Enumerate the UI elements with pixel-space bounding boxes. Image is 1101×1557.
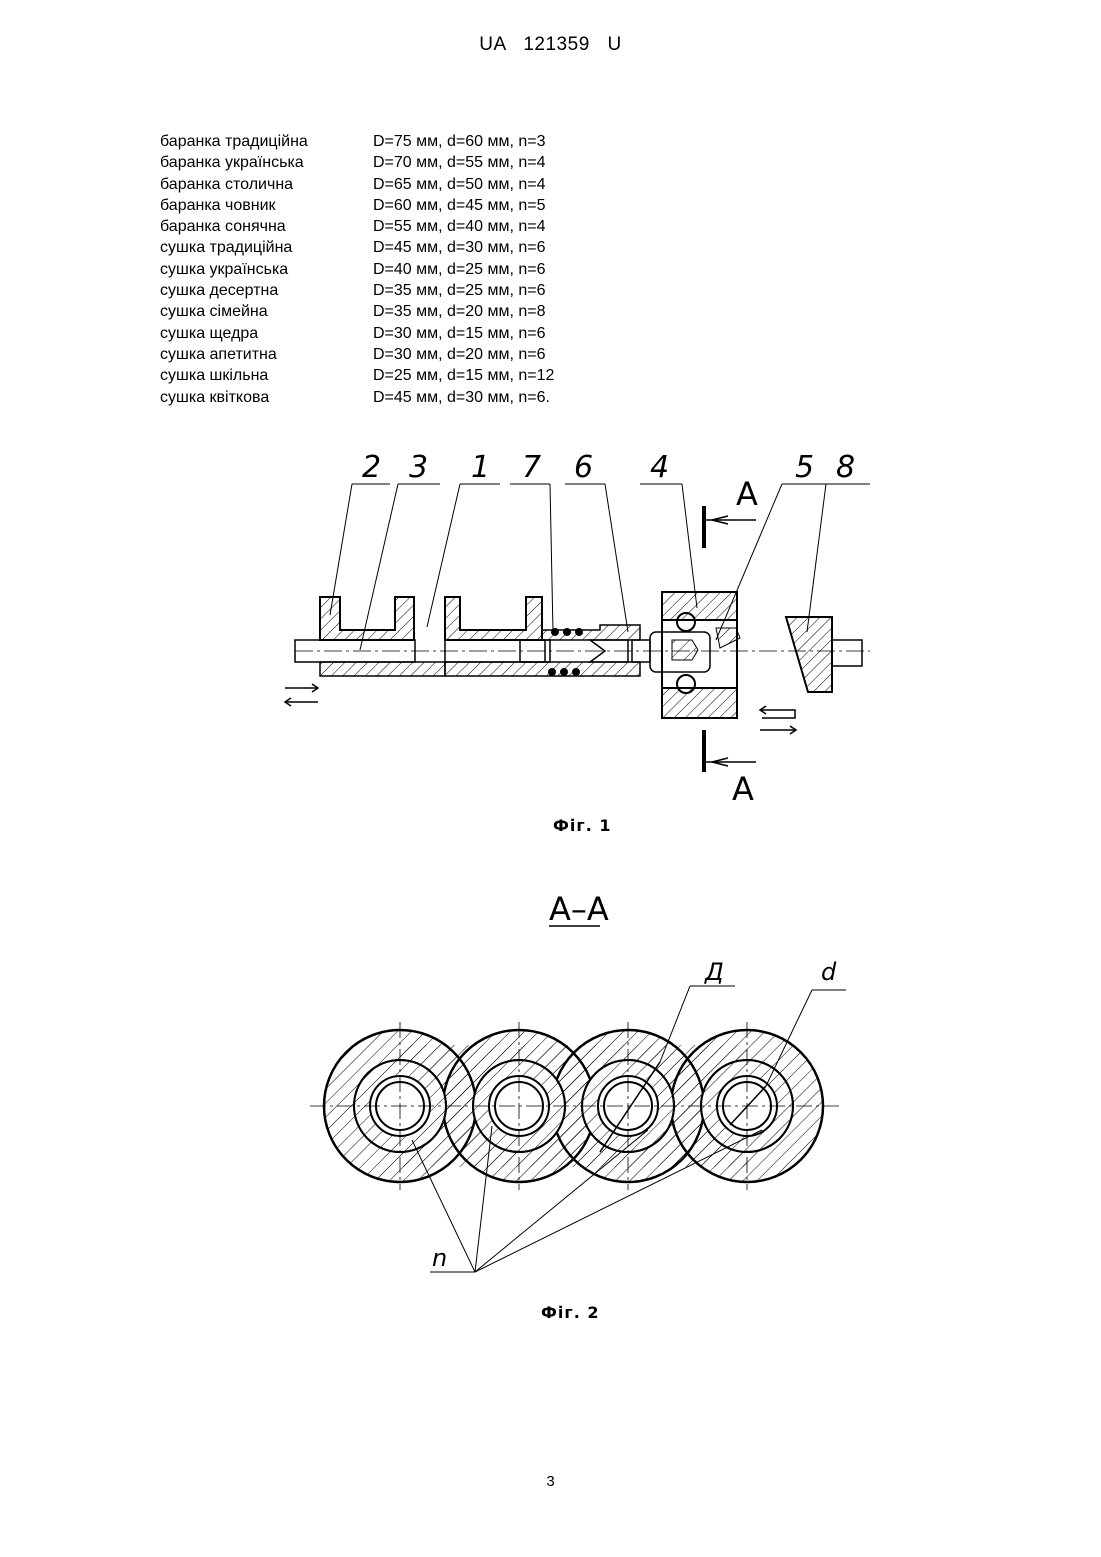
callout-3: 3 <box>409 450 428 485</box>
callout-1: 1 <box>471 450 490 485</box>
figure-2: A–A <box>310 890 846 1272</box>
callout-8: 8 <box>836 450 855 485</box>
callout-6: 6 <box>574 450 593 485</box>
callout-7: 7 <box>522 450 541 485</box>
figure-1-caption: Фіг. 1 <box>553 816 612 835</box>
callout-4: 4 <box>650 450 669 485</box>
label-small-d: d <box>821 958 837 986</box>
section-mark-a-top: A <box>736 475 758 513</box>
figure-2-caption: Фіг. 2 <box>541 1303 600 1322</box>
label-n: n <box>432 1244 447 1272</box>
figure-1: 2 3 1 7 6 4 5 8 A A <box>285 450 870 808</box>
callout-5: 5 <box>795 450 814 485</box>
label-big-d: Д <box>704 958 724 986</box>
section-title-aa: A–A <box>549 890 609 928</box>
page-number: 3 <box>0 1473 1101 1490</box>
section-mark-a-bottom: A <box>732 770 754 808</box>
callout-2: 2 <box>362 450 381 485</box>
